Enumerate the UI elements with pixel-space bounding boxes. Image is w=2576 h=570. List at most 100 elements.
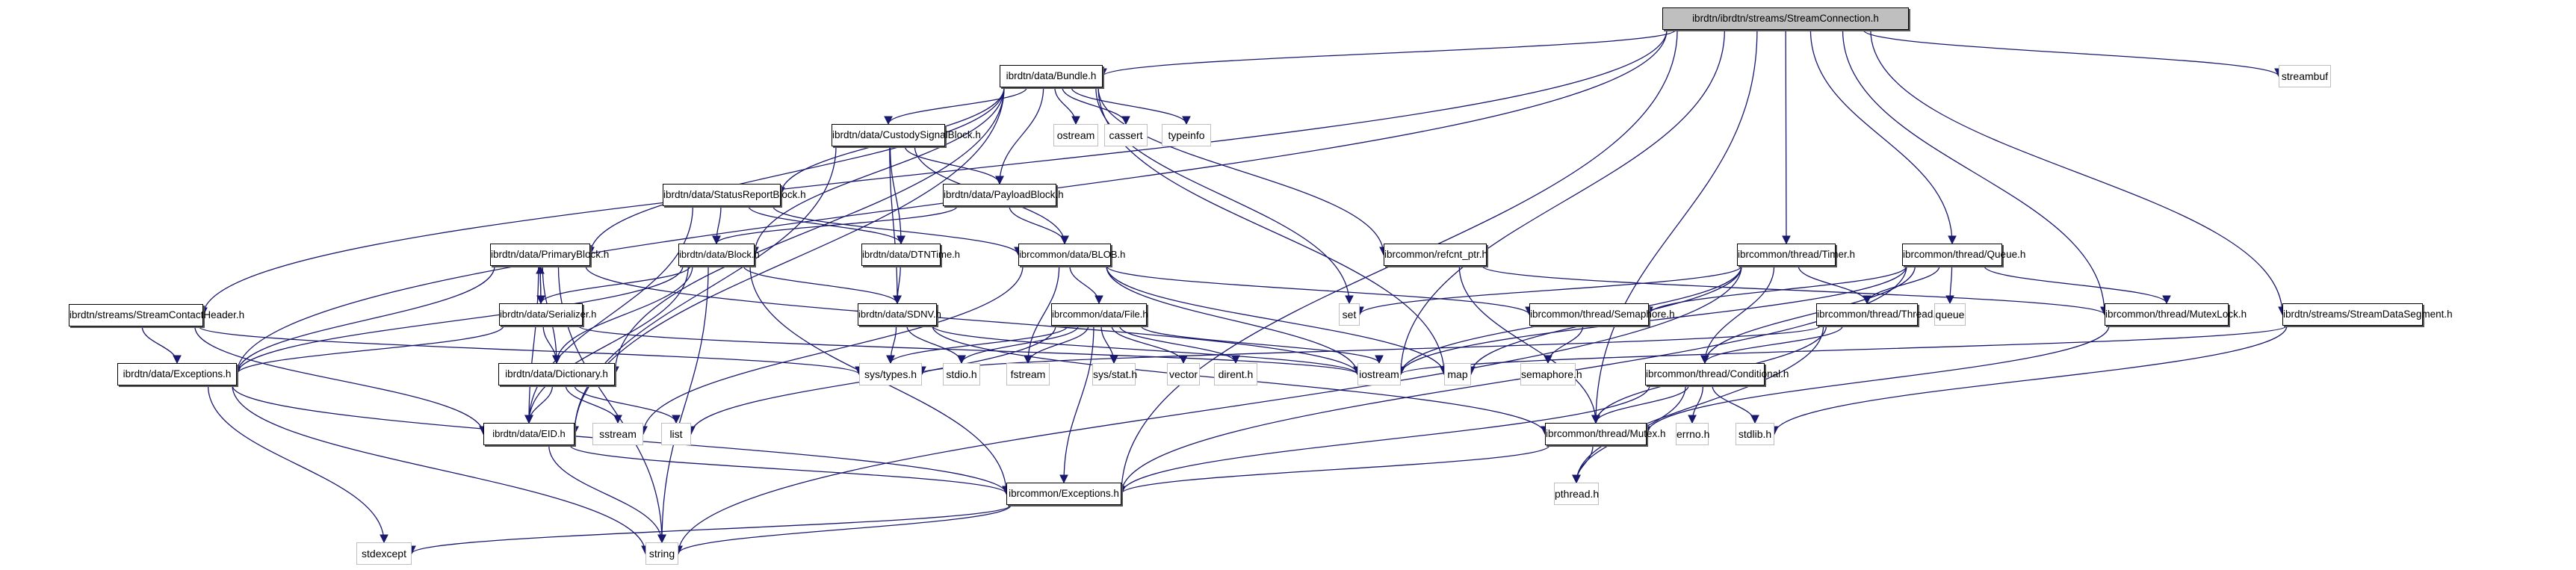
edge-dtntime-to-sdnv: [893, 265, 902, 305]
edge-queue-to-mutexlock: [1984, 265, 2171, 305]
node-stdlib: stdlib.h: [1736, 423, 1774, 445]
edge-file-to-stdio: [957, 325, 1080, 365]
edge-primary-to-eid: [524, 265, 539, 424]
node-stdexcept: stdexcept: [356, 542, 412, 565]
edge-timer-to-set: [1355, 265, 1742, 316]
edge-status-to-dtntime: [748, 205, 905, 245]
edge-bundle-to-block: [750, 87, 1005, 256]
node-typeinfo: typeinfo: [1162, 124, 1211, 146]
node-mutex[interactable]: ibrcommon/thread/Mutex.h: [1545, 423, 1666, 445]
edge-cond-to-errno: [1688, 385, 1704, 424]
node-sstream: sstream: [592, 423, 643, 445]
edge-mutex-to-cexc: [1117, 444, 1550, 495]
edge-status-to-eid: [524, 205, 693, 424]
edge-refcnt-to-mutexlock: [1481, 265, 2109, 316]
edge-blob-to-file: [1069, 265, 1103, 305]
edge-eid-to-string: [548, 444, 666, 544]
node-timer[interactable]: ibrcommon/thread/Timer.h: [1737, 244, 1855, 266]
edge-sdnv-to-systypes: [886, 325, 897, 365]
node-cond[interactable]: ibrcommon/thread/Conditional.h: [1645, 363, 1789, 385]
edge-root-to-mutex: [1591, 29, 1758, 424]
edge-primary-to-dexc: [232, 265, 495, 376]
edge-dexc-to-stdexcept: [207, 385, 388, 544]
edge-cond-to-stdlib: [1712, 385, 1759, 424]
edge-timer-to-string: [674, 265, 1742, 555]
edge-block-to-serializer: [536, 265, 691, 305]
node-set: set: [1339, 303, 1360, 326]
edge-bundle-to-dict: [610, 87, 1005, 376]
edge-file-to-iostream: [1140, 325, 1384, 365]
node-ostream: ostream: [1053, 124, 1098, 146]
edge-bundle-to-custody: [884, 87, 1027, 126]
node-mutexlock[interactable]: ibrcommon/thread/MutexLock.h: [2105, 303, 2247, 326]
node-serializer[interactable]: ibrdtn/data/Serializer.h: [499, 303, 596, 326]
node-dict[interactable]: ibrdtn/data/Dictionary.h: [498, 363, 615, 385]
edge-bundle-to-primary: [586, 87, 1005, 256]
edge-custody-to-dtntime: [889, 146, 905, 245]
edge-sch-to-eid: [194, 326, 488, 436]
node-refcnt[interactable]: ibrcommon/refcnt_ptr.h: [1384, 244, 1487, 266]
node-blob[interactable]: ibrcommon/data/BLOB.h: [1018, 244, 1125, 266]
edge-sch-to-systypes: [198, 326, 864, 376]
node-block[interactable]: ibrdtn/data/Block.h: [678, 244, 760, 266]
edge-serializer-to-iostream: [578, 325, 1362, 376]
edge-root-to-streambuf: [1863, 29, 2283, 78]
edge-sdnv-to-iostream: [932, 325, 1362, 376]
edge-sds-to-stdlib: [1770, 325, 2288, 436]
node-cassert: cassert: [1104, 124, 1148, 146]
node-sdnv[interactable]: ibrdtn/data/SDNV.h: [858, 303, 941, 326]
edge-root-to-iostream: [1396, 29, 1726, 376]
node-vector: vector: [1167, 363, 1200, 385]
node-custody[interactable]: ibrdtn/data/CustodySignalBlock.h: [832, 124, 981, 146]
node-fstream: fstream: [1006, 363, 1050, 385]
edge-queue-to-semaphore: [1644, 265, 1907, 316]
edge-root-to-sds: [1870, 29, 2287, 316]
edge-dict-to-eid: [524, 385, 554, 424]
node-thread[interactable]: ibrcommon/thread/Thread.h: [1816, 303, 1942, 326]
edge-thread-to-cond: [1700, 325, 1844, 365]
node-map: map: [1444, 363, 1471, 385]
node-primary[interactable]: ibrdtn/data/PrimaryBlock.h: [490, 244, 609, 266]
edge-queue-to-queuex: [1945, 265, 1954, 305]
node-sds[interactable]: ibrdtn/streams/StreamDataSegment.h: [2282, 303, 2453, 326]
edge-cond-to-cexc: [1117, 385, 1650, 495]
edge-bundle-to-payload: [995, 87, 1044, 185]
node-payload[interactable]: ibrdtn/data/PayloadBlock.h: [943, 184, 1064, 206]
node-dexc[interactable]: ibrdtn/data/Exceptions.h: [117, 363, 237, 385]
node-cexc[interactable]: ibrcommon/Exceptions.h: [1006, 483, 1121, 505]
edge-root-to-mutexlock: [1842, 29, 2109, 316]
edge-timer-to-cond: [1700, 265, 1775, 365]
node-root[interactable]: ibrdtn/ibrdtn/streams/StreamConnection.h: [1662, 7, 1909, 30]
edge-root-to-bundle: [1098, 29, 1676, 78]
edge-file-to-dirent: [1118, 325, 1240, 365]
edge-queue-to-cond: [1700, 265, 1916, 365]
node-bundle[interactable]: ibrdtn/data/Bundle.h: [1000, 65, 1103, 87]
edge-mutexlock-to-mutex: [1642, 325, 2110, 436]
edge-queue-to-iostream: [1396, 265, 1907, 376]
node-stdio: stdio.h: [943, 363, 980, 385]
node-queuex: queue: [1934, 303, 1966, 326]
node-sch[interactable]: ibrdtn/streams/StreamContactHeader.h: [69, 304, 244, 326]
edge-refcnt-to-mutex: [1458, 265, 1600, 424]
edge-dict-to-list: [574, 385, 681, 424]
edge-cexc-to-string: [674, 504, 1012, 555]
node-eid[interactable]: ibrdtn/data/EID.h: [483, 423, 575, 445]
node-pthread: pthread.h: [1554, 483, 1599, 505]
edge-block-to-string: [657, 265, 709, 544]
node-string: string: [645, 542, 678, 565]
node-semh: semaphore.h: [1520, 363, 1582, 385]
node-dirent: dirent.h: [1214, 363, 1257, 385]
node-file[interactable]: ibrcommon/data/File.h: [1051, 303, 1148, 326]
node-semaphore[interactable]: ibrcommon/thread/Semaphore.h: [1529, 303, 1675, 326]
node-dtntime[interactable]: ibrdtn/data/DTNTime.h: [861, 244, 960, 266]
edge-eid-to-cexc: [569, 444, 1011, 495]
node-queue[interactable]: ibrcommon/thread/Queue.h: [1902, 244, 2025, 266]
edge-blob-to-sstream: [639, 265, 1024, 436]
node-iostream: iostream: [1357, 363, 1401, 385]
node-list: list: [661, 423, 691, 445]
edge-file-to-vector: [1111, 325, 1188, 365]
edge-file-to-sysstat: [1100, 325, 1118, 365]
node-status[interactable]: ibrdtn/data/StatusReportBlock.h: [663, 184, 806, 206]
edge-blob-to-semaphore: [1106, 265, 1534, 316]
